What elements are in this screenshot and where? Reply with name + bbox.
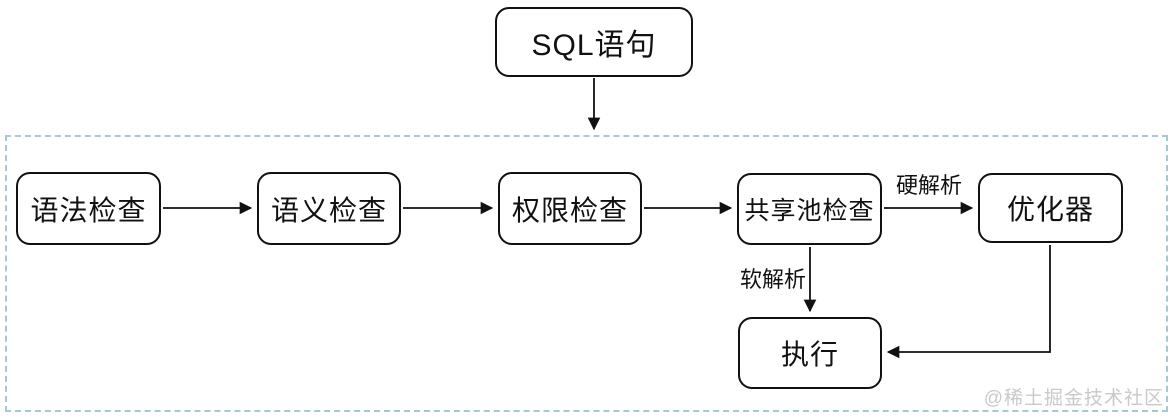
node-syntax-check: 语法检查 bbox=[16, 172, 161, 245]
node-sql-statement: SQL语句 bbox=[495, 7, 693, 77]
edge-label-soft-parse: 软解析 bbox=[739, 267, 806, 292]
arrow-optimizer-to-execute bbox=[886, 245, 1051, 359]
watermark: @稀土掘金技术社区 bbox=[983, 388, 1164, 409]
node-semantic-check: 语义检查 bbox=[257, 172, 401, 245]
edge-label-hard-parse: 硬解析 bbox=[895, 173, 962, 198]
parse-phase-container bbox=[5, 135, 1168, 412]
node-shared-pool-check: 共享池检查 bbox=[737, 173, 882, 245]
node-execute: 执行 bbox=[738, 317, 882, 389]
node-privilege-check: 权限检查 bbox=[498, 172, 642, 245]
node-optimizer: 优化器 bbox=[978, 173, 1123, 243]
